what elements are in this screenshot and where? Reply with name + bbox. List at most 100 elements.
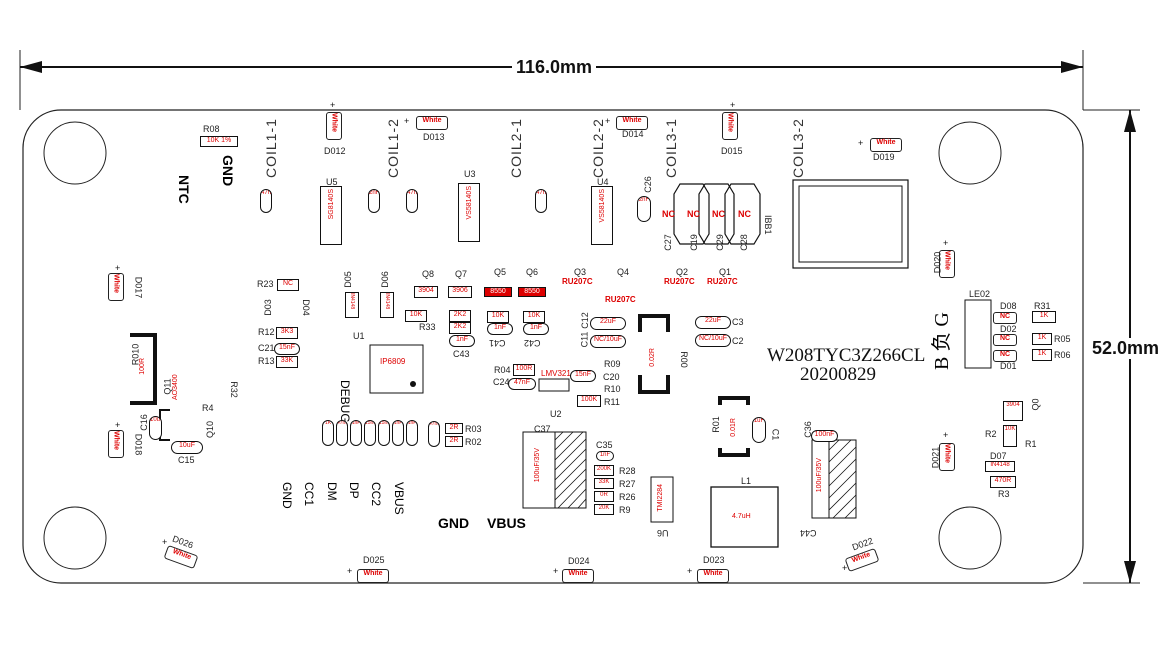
led-d08-label: D08: [1000, 301, 1017, 311]
led-d023: White: [697, 569, 729, 583]
c24-part: 47nF: [508, 378, 536, 390]
usb-vbus-label: VBUS: [487, 515, 526, 531]
led-d013-label: D013: [423, 132, 445, 142]
led-d019-label: D019: [873, 152, 895, 162]
le02-label: LE02: [969, 289, 991, 299]
nc-label: NC: [712, 209, 725, 219]
usb-gnd-label: GND: [438, 515, 470, 531]
lmv321-part: LMV321: [541, 369, 571, 378]
c26-label: C26: [642, 176, 653, 193]
q1-label: Q1: [719, 267, 732, 277]
c35-part: 1nF: [596, 451, 614, 461]
u2-label: U2: [550, 409, 562, 419]
c44-label: C44: [800, 528, 817, 538]
r03-part: 2R: [445, 423, 463, 434]
q0-part: 3904: [1003, 401, 1023, 421]
c20-part: 15nF: [570, 370, 596, 382]
q6-label: Q6: [526, 267, 539, 277]
q3-label: Q3: [574, 267, 587, 277]
r08-label: R08: [203, 124, 220, 134]
led-d017: White: [108, 273, 124, 301]
coil-label: COIL2-1: [508, 118, 524, 178]
r21-part: 2K2: [449, 310, 471, 322]
l1-value: 4.7uH: [732, 513, 751, 520]
cap-part: 15nF: [378, 420, 390, 446]
r13-label: R13: [258, 356, 275, 366]
q11-part: AO3400: [172, 374, 179, 400]
u3-chip: VS58140S: [458, 183, 480, 242]
u5-label: U5: [326, 177, 338, 187]
r08-part: 10K 1%: [200, 136, 238, 147]
u3-part: VS58140S: [465, 186, 473, 220]
c25-part: 2nF: [368, 189, 380, 213]
r04-label: R04: [494, 365, 511, 375]
d04-label: D04: [300, 299, 311, 316]
coil-label: COIL1-2: [385, 118, 401, 178]
ru207c-label: RU207C: [664, 277, 695, 286]
r11-part: 100K: [577, 395, 601, 407]
bfg-label: B 负 G: [931, 312, 953, 370]
l1-label: L1: [741, 476, 752, 486]
r4-label: R4: [202, 403, 214, 413]
c1-part: 1uF: [752, 417, 766, 443]
pin-dm: DM: [325, 482, 339, 501]
c12-part: 22uF: [590, 317, 626, 330]
c24-label: C24: [493, 377, 510, 387]
r13-part: 33K: [276, 356, 298, 368]
led-d014: White: [616, 116, 648, 130]
cap-part: 1nF: [392, 420, 404, 446]
u5-part: SG8140S: [327, 189, 335, 220]
r04-part: 100R: [513, 364, 535, 376]
c40-part: 47nF: [260, 189, 272, 213]
pin-dp: DP: [347, 482, 361, 499]
r11-label: R11: [604, 397, 620, 407]
u4-part: VS58140S: [598, 189, 606, 223]
led-d018: White: [108, 430, 124, 458]
r28-label: R28: [619, 466, 636, 476]
ru207c-label: RU207C: [562, 277, 593, 286]
c2-part: NC/10uF: [695, 334, 731, 347]
c41-label: C41: [489, 338, 506, 348]
pin-gnd: GND: [280, 482, 294, 509]
u1-label: U1: [353, 331, 365, 341]
c3-label: C3: [732, 317, 744, 327]
q2-label: Q2: [676, 267, 689, 277]
c21-label: C21: [258, 343, 275, 353]
c36-label: C36: [802, 421, 813, 438]
r09-label: R09: [604, 359, 621, 369]
r19-part: 10K: [487, 311, 509, 323]
c2-label: C2: [732, 336, 744, 346]
c20-label: C20: [603, 372, 620, 382]
r00-label: R00: [678, 351, 689, 368]
c43-label: C43: [453, 349, 470, 359]
q5-part: 8550: [484, 287, 512, 297]
d06-part: IN4148: [380, 292, 394, 318]
r10-label: R10: [604, 384, 621, 394]
led-d025-label: D025: [363, 555, 385, 565]
led-d024: White: [562, 569, 594, 583]
led-d019: White: [870, 138, 902, 152]
c11-part: NC/10uF: [590, 335, 626, 348]
c37-label: C37: [534, 424, 551, 434]
c36-part: 100nF: [811, 430, 838, 442]
u1-part: IP6809: [380, 357, 406, 366]
cap-part: 1K: [322, 420, 334, 446]
r33-label: R33: [419, 322, 436, 332]
r2-label: R2: [985, 429, 997, 439]
cap-part: 47nF: [336, 420, 348, 446]
c28-label: C28: [738, 234, 749, 251]
r06-label: R06: [1054, 350, 1071, 360]
led-d021: White: [939, 443, 955, 471]
c41-part: 1nF: [487, 323, 513, 335]
u5-chip: SG8140S: [320, 186, 342, 245]
q7-part: 3906: [448, 286, 472, 298]
r06-part: 1K: [1032, 349, 1052, 361]
height-dimension: 52.0mm: [1090, 338, 1162, 359]
coil-label: COIL2-2: [590, 118, 606, 178]
r01-label: R01: [710, 416, 721, 433]
d03-label: D03: [262, 299, 273, 316]
d05-part: IN4148: [345, 292, 359, 318]
r27-part: 33K: [594, 478, 614, 489]
r02-label: R02: [465, 437, 482, 447]
c11-label: C11: [579, 331, 590, 348]
